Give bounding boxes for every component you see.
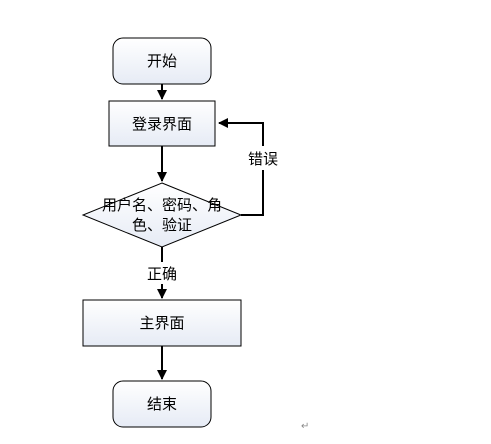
- error-label-bg: [245, 146, 281, 170]
- credential-check-node: 用户名、密码、角 色、验证: [81, 182, 243, 248]
- main-label: 主界面: [139, 314, 184, 332]
- end-node: 结束: [112, 380, 212, 428]
- paragraph-mark: ↵: [301, 421, 309, 432]
- main-node: 主界面: [82, 299, 242, 347]
- start-node: 开始: [112, 37, 212, 85]
- check-label-line2: 色、验证: [132, 216, 192, 234]
- check-label-line1: 用户名、密码、角: [102, 196, 222, 214]
- login-label: 登录界面: [132, 115, 192, 133]
- start-label: 开始: [147, 52, 177, 70]
- end-label: 结束: [147, 395, 177, 413]
- correct-label: 正确: [147, 265, 177, 283]
- error-label: 错误: [248, 150, 278, 168]
- correct-label-bg: [144, 262, 180, 284]
- login-node: 登录界面: [108, 100, 216, 147]
